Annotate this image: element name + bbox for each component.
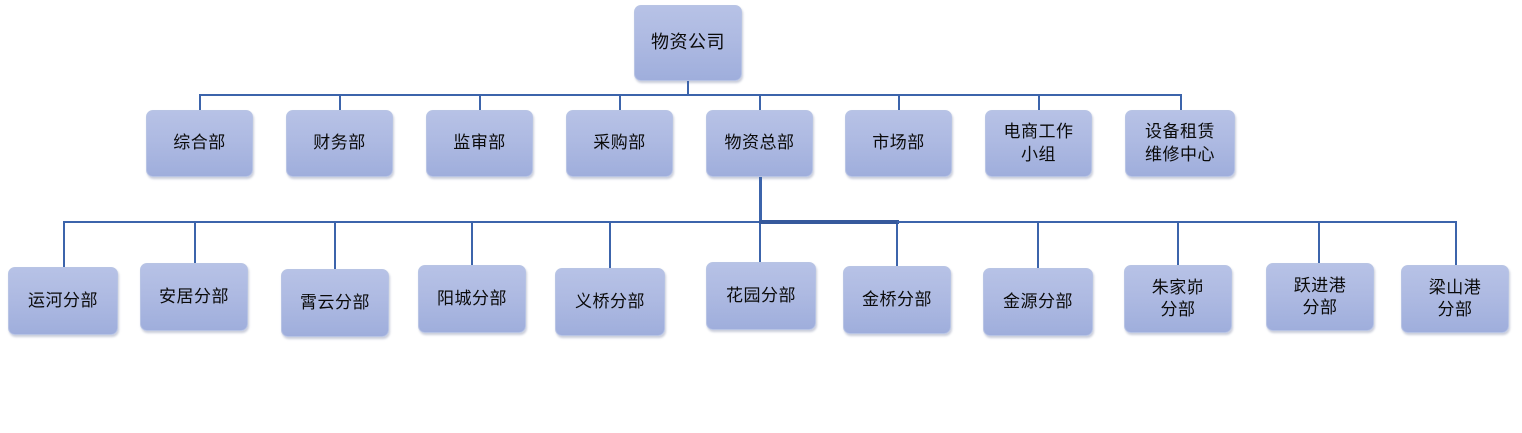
connector-drop-l3-1 <box>63 221 65 267</box>
node-label: 监审部 <box>453 133 506 153</box>
connector-drop-l2-5 <box>759 94 761 110</box>
connector-drop-l2-1 <box>199 94 201 110</box>
node-label: 梁山港 分部 <box>1428 277 1482 319</box>
node-l3-xiaoyun-fenbu[interactable]: 霄云分部 <box>281 269 389 337</box>
node-label: 物资总部 <box>724 133 795 153</box>
connector-level3-bus-center <box>759 220 899 224</box>
node-label: 阳城分部 <box>437 288 507 308</box>
node-label: 花园分部 <box>726 285 796 305</box>
connector-root-stem <box>687 81 689 94</box>
node-label: 物资公司 <box>651 32 725 53</box>
connector-drop-l3-3 <box>334 221 336 269</box>
node-l2-zonghebu[interactable]: 综合部 <box>146 110 253 177</box>
node-label: 运河分部 <box>28 290 98 310</box>
node-l3-yunhe-fenbu[interactable]: 运河分部 <box>8 267 118 335</box>
connector-drop-l2-7 <box>1038 94 1040 110</box>
node-l2-jianshenbu[interactable]: 监审部 <box>426 110 533 177</box>
node-l2-shichangbu[interactable]: 市场部 <box>845 110 952 177</box>
connector-drop-l3-7 <box>896 224 898 266</box>
node-l3-yiqiao-fenbu[interactable]: 义桥分部 <box>555 268 665 336</box>
node-label: 采购部 <box>593 133 646 153</box>
connector-drop-l2-8 <box>1180 94 1182 110</box>
connector-drop-l2-2 <box>339 94 341 110</box>
node-l2-wuzizongbu[interactable]: 物资总部 <box>706 110 813 177</box>
node-l3-yuejingang-fenbu[interactable]: 跃进港 分部 <box>1266 263 1374 331</box>
node-l2-shebei-zulin-weixiu-zhongxin[interactable]: 设备租赁 维修中心 <box>1125 110 1235 177</box>
node-label: 霄云分部 <box>300 292 370 312</box>
connector-drop-l3-8 <box>1037 221 1039 268</box>
node-l3-jinqiao-fenbu[interactable]: 金桥分部 <box>843 266 951 334</box>
node-l3-yangcheng-fenbu[interactable]: 阳城分部 <box>418 265 526 333</box>
node-l3-liangshangang-fenbu[interactable]: 梁山港 分部 <box>1401 265 1509 333</box>
connector-level2-bus <box>200 94 1181 96</box>
connector-drop-l3-9 <box>1177 221 1179 265</box>
node-root-wuzi-gongsi[interactable]: 物资公司 <box>634 5 742 81</box>
connector-drop-l3-11 <box>1455 221 1457 265</box>
node-label: 金源分部 <box>1003 291 1073 311</box>
connector-drop-l2-3 <box>479 94 481 110</box>
node-label: 市场部 <box>872 133 925 153</box>
node-label: 跃进港 分部 <box>1293 275 1347 317</box>
connector-wuzizongbu-stem <box>759 177 762 223</box>
connector-drop-l3-5 <box>609 221 611 268</box>
connector-drop-l3-2 <box>194 221 196 263</box>
node-l3-anju-fenbu[interactable]: 安居分部 <box>140 263 248 331</box>
node-l3-huayuan-fenbu[interactable]: 花园分部 <box>706 262 816 330</box>
connector-drop-l2-6 <box>898 94 900 110</box>
node-label: 朱家峁 分部 <box>1151 277 1205 319</box>
connector-drop-l2-4 <box>619 94 621 110</box>
node-label: 电商工作 小组 <box>1003 122 1074 164</box>
node-label: 设备租赁 维修中心 <box>1145 122 1215 164</box>
node-label: 综合部 <box>173 133 226 153</box>
node-label: 安居分部 <box>159 286 229 306</box>
node-label: 金桥分部 <box>862 289 932 309</box>
node-l2-dianshang-gongzuo-xiaozu[interactable]: 电商工作 小组 <box>985 110 1092 177</box>
connector-drop-l3-4 <box>471 221 473 265</box>
connector-level3-bus-right <box>897 221 1456 223</box>
node-label: 财务部 <box>313 133 366 153</box>
node-l2-caiwubu[interactable]: 财务部 <box>286 110 393 177</box>
connector-drop-l3-10 <box>1318 221 1320 263</box>
node-l2-caigoubu[interactable]: 采购部 <box>566 110 673 177</box>
connector-drop-l3-6 <box>759 224 761 262</box>
node-label: 义桥分部 <box>575 291 645 311</box>
node-l3-jinyuan-fenbu[interactable]: 金源分部 <box>983 268 1093 336</box>
node-l3-zhujiamao-fenbu[interactable]: 朱家峁 分部 <box>1124 265 1232 333</box>
connector-level3-bus-left <box>64 221 761 223</box>
